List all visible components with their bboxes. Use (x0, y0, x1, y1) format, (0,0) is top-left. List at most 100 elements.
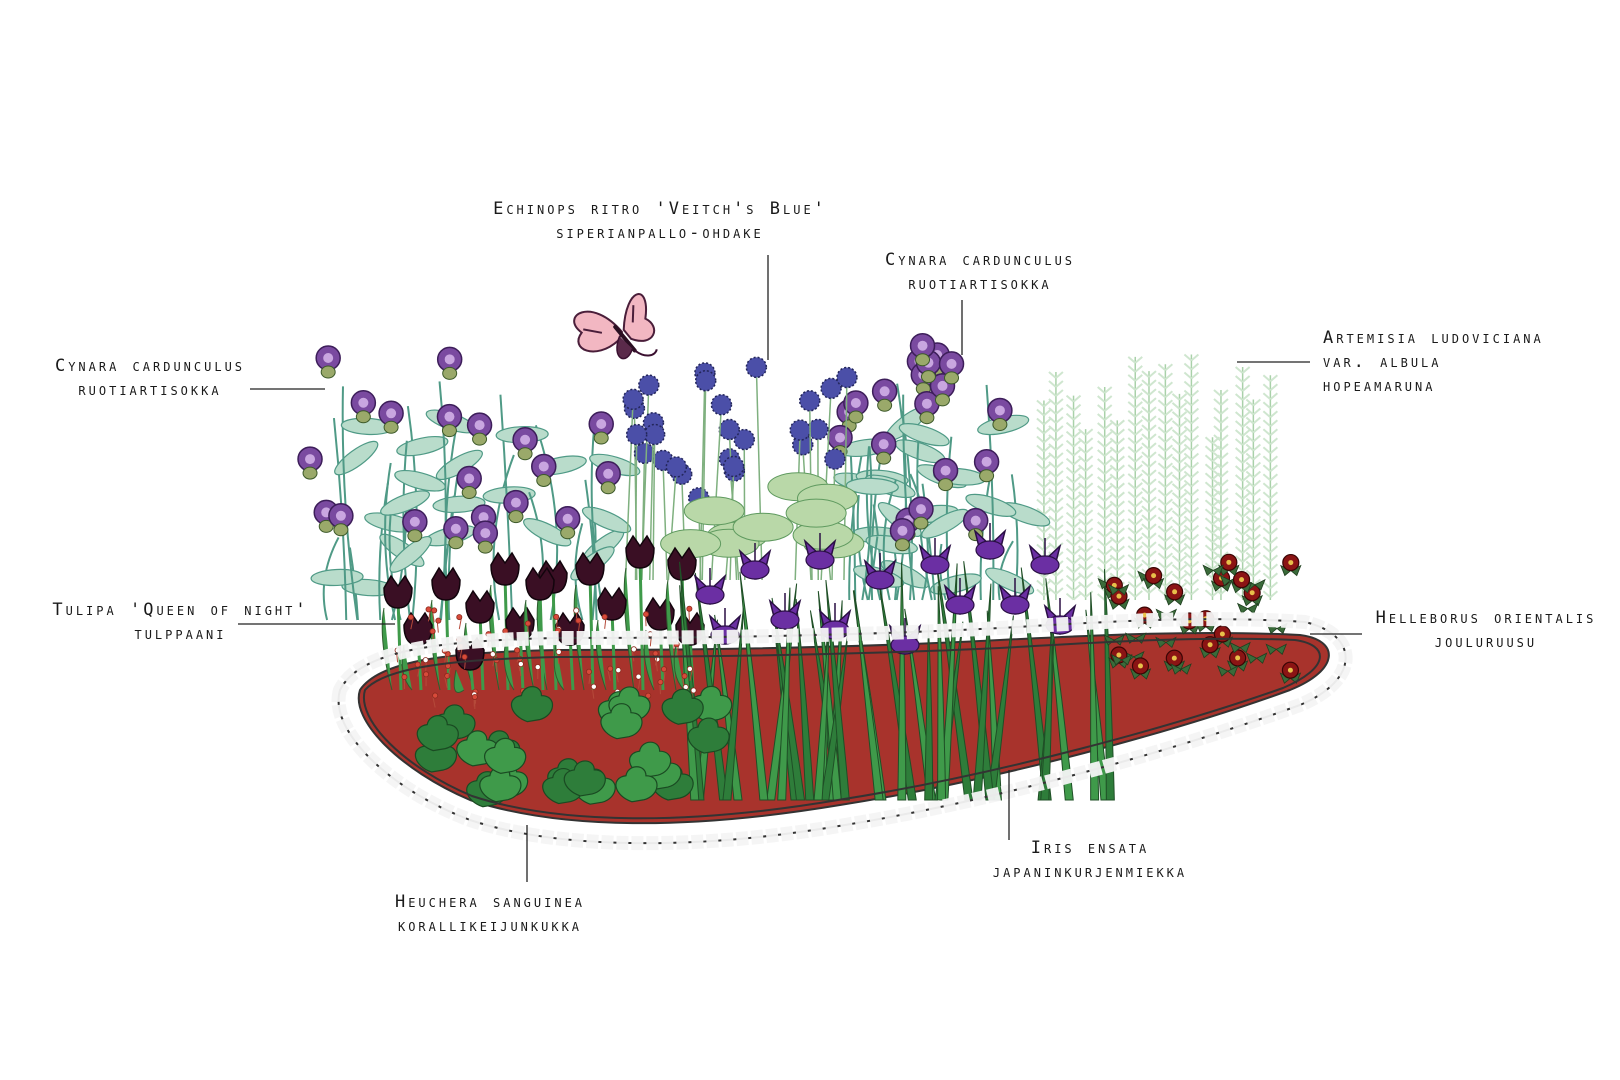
label-iris-latin: Iris ensata (1030, 838, 1150, 858)
echinops-flower (710, 393, 733, 416)
artemisia-leaf (1245, 551, 1262, 560)
cynara-bud (934, 393, 950, 407)
helleborus-center (1239, 577, 1245, 583)
artemisia-leaf (1213, 452, 1229, 460)
helleborus-leaf (1107, 583, 1130, 596)
artemisia-leaf (1213, 461, 1229, 469)
helleborus-leaf (1217, 665, 1239, 677)
helleborus-leaf (1236, 602, 1259, 615)
artemisia-leaf (1157, 399, 1174, 407)
artemisia-leaf (1141, 379, 1157, 387)
artemisia-leaf (1171, 474, 1188, 482)
cynara-bud (442, 366, 458, 380)
artemisia-leaf (1097, 521, 1113, 529)
artemisia-leaf (1141, 523, 1157, 531)
artemisia-leaf (1262, 491, 1279, 500)
artemisia-leaf (1048, 452, 1064, 460)
artemisia-leaf (1234, 528, 1251, 536)
artemisia-leaf (1109, 500, 1125, 509)
artemisia-leaf (1234, 501, 1251, 509)
artemisia-leaf (1127, 581, 1143, 589)
cynara-leaf (380, 490, 431, 516)
artemisia-leaf (1213, 515, 1229, 523)
heuchera-leaf (687, 717, 730, 754)
artemisia-leaf (1157, 390, 1174, 398)
label-cynara-left-latin: Cynara cardunculus (54, 356, 246, 376)
label-cynara-top-latin: Cynara cardunculus (884, 250, 1076, 270)
cynara-bud (333, 523, 349, 537)
artemisia-leaf (1097, 458, 1113, 466)
artemisia-leaf (1171, 483, 1188, 491)
artemisia-leaf (1262, 392, 1279, 401)
tulip-flower (490, 551, 520, 586)
artemisia-leaf (1183, 488, 1200, 497)
artemisia-leaf (1127, 356, 1143, 364)
artemisia-leaf (1157, 552, 1174, 560)
artemisia-leaf (1077, 518, 1094, 526)
artemisia-leaf (1127, 455, 1143, 463)
cynara-bud (919, 411, 935, 425)
label-heuchera: Heuchera sanguinea korallikeijunkukka (375, 890, 605, 938)
echinops-flower (722, 455, 745, 478)
artemisia-leaf (1127, 500, 1143, 508)
artemisia-leaf (1127, 410, 1143, 418)
artemisia-leaf (1127, 374, 1143, 382)
artemisia-leaf (1048, 578, 1064, 586)
label-cynara-left: Cynara cardunculus ruotiartisokka (30, 354, 270, 402)
cynara-stem (848, 442, 866, 601)
artemisia-leaf (1213, 470, 1229, 478)
artemisia-leaf (1048, 443, 1064, 451)
artemisia-leaf (1036, 489, 1052, 498)
tulip-leaf (381, 607, 393, 691)
artemisia-leaf (1141, 424, 1157, 432)
artemisia-leaf (1245, 434, 1262, 443)
helleborus-center (1171, 655, 1177, 661)
artemisia-leaf (1213, 389, 1229, 397)
tulip-flower (575, 551, 605, 586)
label-artemisia-latin: Artemisia ludoviciana (1323, 328, 1544, 348)
artemisia-leaf (1157, 543, 1174, 551)
artemisia-leaf (1262, 536, 1279, 545)
artemisia-leaf (1127, 518, 1143, 526)
artemisia-leaf (1097, 386, 1113, 394)
artemisia-leaf (1171, 492, 1188, 500)
cynara-bud (848, 410, 864, 424)
label-tulipa-latin: Tulipa 'Queen of night' (52, 600, 309, 620)
artemisia-leaf (1157, 525, 1174, 533)
artemisia-leaf (1097, 539, 1113, 547)
artemisia-leaf (1171, 528, 1188, 536)
heuchera-flower (489, 651, 496, 658)
artemisia-leaf (1157, 462, 1174, 470)
helleborus-leaf (1265, 643, 1288, 655)
artemisia-leaf (1109, 509, 1125, 518)
iris-petal (1030, 555, 1060, 575)
artemisia-leaf (1234, 411, 1251, 419)
artemisia-leaf (1262, 527, 1279, 536)
artemisia-leaf (1183, 587, 1200, 596)
artemisia-leaf (1157, 561, 1174, 569)
echinops-leaf (785, 498, 847, 528)
artemisia-leaf (1157, 381, 1174, 389)
artemisia-leaf (1245, 533, 1262, 542)
artemisia-leaf (1234, 483, 1251, 491)
artemisia-leaf (1127, 509, 1143, 517)
artemisia-leaf (1245, 515, 1262, 524)
helleborus-center (1235, 655, 1241, 661)
artemisia-leaf (1065, 511, 1082, 520)
heuchera-flower (643, 611, 650, 618)
artemisia-leaf (1245, 524, 1262, 533)
artemisia-leaf (1036, 462, 1052, 471)
cynara-flower-center (358, 397, 369, 408)
artemisia-leaf (1262, 455, 1279, 464)
artemisia-leaf (1127, 401, 1143, 409)
cynara-bud (383, 420, 399, 434)
artemisia-leaf (1234, 537, 1251, 545)
artemisia-leaf (1183, 362, 1200, 371)
cynara-bud (517, 447, 533, 461)
artemisia-leaf (1048, 407, 1064, 415)
artemisia-leaf (1183, 560, 1200, 569)
artemisia-leaf (1183, 452, 1200, 461)
helleborus-leaf (1110, 654, 1133, 666)
artemisia-leaf (1065, 475, 1082, 484)
artemisia-leaf (1141, 433, 1157, 441)
